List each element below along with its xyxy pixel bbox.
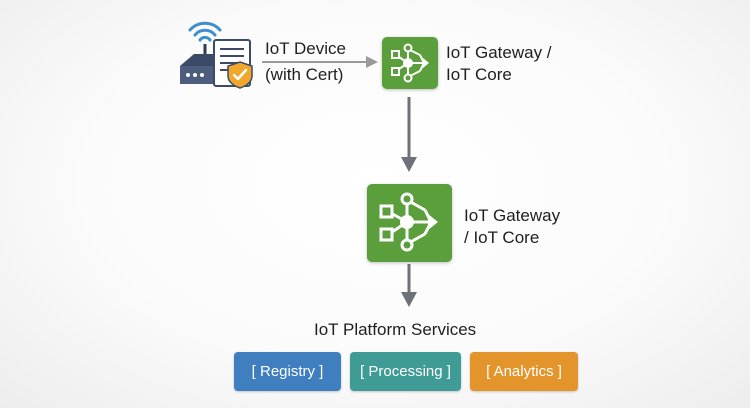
service-registry: [ Registry ] (234, 352, 341, 391)
gateway-mid-label-line1: IoT Gateway (464, 206, 561, 225)
network-hub-icon (391, 43, 429, 83)
iot-device-label-line1: IoT Device (265, 39, 346, 58)
network-hub-icon (379, 192, 438, 252)
gateway-top-node (382, 37, 438, 89)
iot-device-label: IoT Device (with Cert) (265, 38, 346, 86)
gateway-to-platform-arrow (400, 264, 418, 310)
device-to-gateway-arrow (262, 55, 382, 69)
platform-services-title: IoT Platform Services (314, 320, 477, 339)
service-processing: [ Processing ] (350, 352, 461, 391)
gateway-top-label-line1: IoT Gateway / (446, 43, 552, 62)
gateway-top-label-line2: IoT Core (446, 65, 512, 84)
gateway-mid-label-line2: / IoT Core (464, 228, 540, 247)
iot-device-icon (176, 10, 262, 90)
gateway-to-gateway-arrow (400, 97, 418, 175)
gateway-mid-node (367, 184, 452, 262)
gateway-top-label: IoT Gateway / IoT Core (446, 42, 552, 86)
service-analytics: [ Analytics ] (470, 352, 578, 391)
iot-device-label-line2: (with Cert) (265, 65, 344, 84)
gateway-mid-label: IoT Gateway / IoT Core (464, 205, 560, 249)
